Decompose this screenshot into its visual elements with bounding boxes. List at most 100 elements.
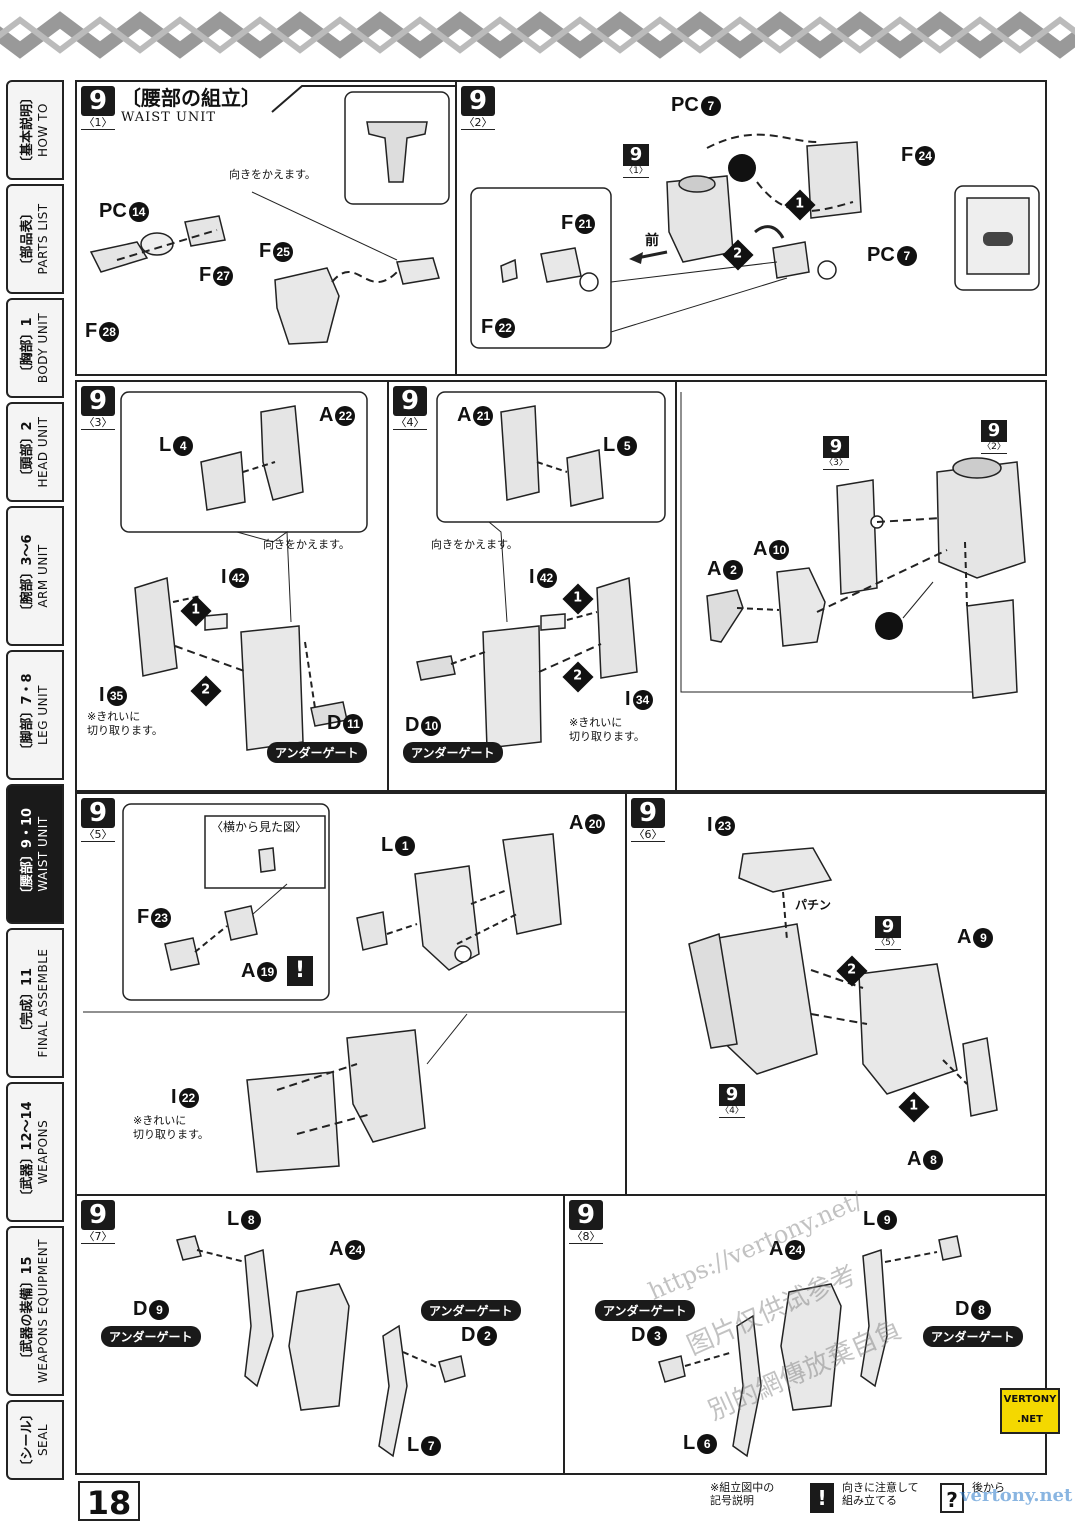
label-d2-number: 2 (477, 1325, 498, 1346)
waist-assembly-diagram-5 (83, 803, 625, 1173)
cut-note-line2: 切り取ります。 (133, 1128, 209, 1141)
step-badge: 9〈2〉 (461, 86, 495, 130)
step-marker-2-text: 2 (201, 682, 211, 698)
label-f23-number: 23 (151, 907, 172, 928)
tab-arm-unit-jp: 〔腕部〕3〜6 (20, 534, 35, 618)
label-d10-letter: D (405, 714, 420, 736)
page-number: 18 (78, 1481, 140, 1522)
legend-title: ※組立図中の記号説明 (710, 1481, 774, 1507)
tab-leg-unit-jp: 〔脚部〕7・8 (20, 673, 35, 757)
label-a9-letter: A (957, 926, 972, 948)
undergate-tag: アンダーゲート (267, 742, 367, 763)
label-pc14-letter: PC (99, 200, 127, 222)
tab-weapons-equipment-en: WEAPONS EQUIPMENT (36, 1238, 50, 1384)
step-sub: 〈1〉 (81, 116, 115, 130)
cut-note-line1: ※きれいに (133, 1114, 187, 1127)
legend-title-line1: ※組立図中の (710, 1481, 775, 1494)
ref-number: 9 (823, 436, 849, 458)
undergate-tag-left: アンダーゲート (595, 1300, 695, 1321)
label-i22-letter: I (171, 1086, 177, 1108)
step-number: 9 (81, 86, 115, 116)
label-l6-letter: L (683, 1432, 696, 1454)
caution-icon: ! (287, 956, 313, 986)
watermark-footer-url: vertony.net (960, 1485, 1073, 1506)
label-l9-letter: L (863, 1208, 876, 1230)
legend-item-caution-line2: 組み立てる (842, 1494, 897, 1507)
label-a9-number: 9 (973, 927, 994, 948)
tab-leg-unit-en: LEG UNIT (36, 685, 50, 746)
legend-title-line2: 記号説明 (710, 1494, 754, 1507)
step-badge: 9〈1〉 (81, 86, 115, 130)
ref-number: 9 (981, 420, 1007, 442)
label-l4-letter: L (159, 434, 172, 456)
waist-assembly-diagram-combine (680, 392, 1026, 699)
label-pc14-number: 14 (128, 201, 149, 222)
step-sub: 〈4〉 (393, 416, 427, 430)
label-a19-number: 19 (257, 961, 278, 982)
label-i35-letter: I (99, 684, 105, 706)
tab-seal[interactable]: 〔シール〕SEAL (6, 1400, 64, 1480)
caution-icon: ! (810, 1483, 834, 1513)
tab-parts-list-en: PARTS LIST (36, 203, 50, 275)
tab-final-assemble-jp: 〔完成〕11 (20, 967, 35, 1039)
undergate-tag: アンダーゲート (403, 742, 503, 763)
label-f27-number: 27 (213, 265, 234, 286)
label-f23-letter: F (137, 906, 150, 928)
section-title-en: WAIST UNIT (121, 110, 217, 125)
step-badge: 9〈5〉 (81, 798, 115, 842)
label-d10-number: 10 (421, 715, 442, 736)
label-f21-number: 21 (575, 213, 596, 234)
label-i34-number: 34 (632, 689, 653, 710)
label-a10-letter: A (753, 538, 768, 560)
legend-item-caution: 向きに注意して組み立てる (842, 1481, 919, 1507)
tab-arm-unit-en: ARM UNIT (36, 544, 50, 608)
cut-note-line2: 切り取ります。 (87, 724, 163, 737)
tab-body-unit-jp: 〔胸部〕1 (20, 317, 35, 379)
snap-sound-label: パチン (795, 898, 832, 912)
label-d2-letter: D (461, 1324, 476, 1346)
label-a24-letter: A (769, 1238, 784, 1260)
tab-parts-list[interactable]: 〔部品表〕PARTS LIST (6, 184, 64, 294)
label-pc7-bottom-letter: PC (867, 244, 895, 266)
step-sub: 〈6〉 (631, 828, 665, 842)
vertony-badge-line1: VERTONY (1003, 1394, 1057, 1405)
ref-sub: 〈4〉 (719, 1106, 745, 1118)
waist-assembly-diagram-4 (416, 391, 666, 749)
legend-item-caution-line1: 向きに注意して (842, 1481, 919, 1494)
label-f25-number: 25 (273, 241, 294, 262)
cut-note: ※きれいに切り取ります。 (569, 716, 645, 744)
label-a24-number: 24 (785, 1239, 806, 1260)
label-l1-letter: L (381, 834, 394, 856)
tab-final-assemble-en: FINAL ASSEMBLE (36, 948, 50, 1058)
label-a19-letter: A (241, 960, 256, 982)
label-a22-letter: A (319, 404, 334, 426)
label-f22-number: 22 (495, 317, 516, 338)
waist-assembly-diagram-3 (120, 391, 368, 751)
tab-head-unit-en: HEAD UNIT (36, 416, 50, 488)
ref-step-9-5: 9〈5〉 (875, 916, 901, 950)
label-i42-letter: I (529, 566, 535, 588)
label-f22-letter: F (481, 316, 494, 338)
tab-how-to[interactable]: 〔基本説明〕HOW TO (6, 80, 64, 180)
label-l6-number: 6 (697, 1433, 718, 1454)
label-pc7-bottom-number: 7 (896, 245, 917, 266)
